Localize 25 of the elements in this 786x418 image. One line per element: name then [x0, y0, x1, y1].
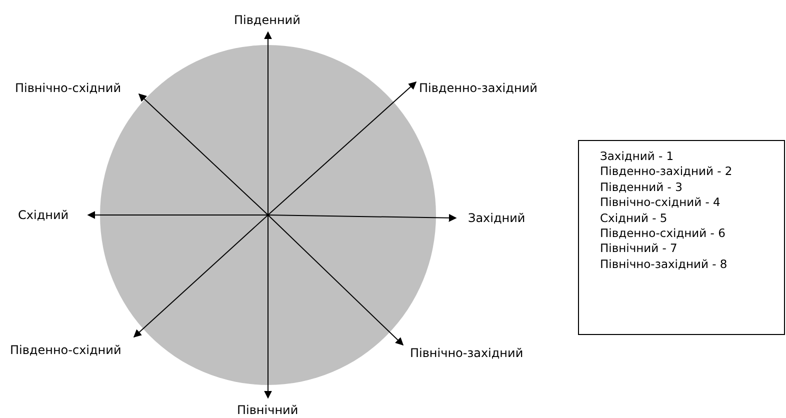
arrow — [133, 214, 268, 338]
direction-label: Західний — [468, 211, 526, 225]
direction-label: Північно-східний — [15, 81, 121, 95]
direction-label: Південно-східний — [10, 343, 122, 357]
arrow — [268, 214, 457, 222]
legend-entry: Північний - 7 — [600, 241, 678, 257]
legend-entry: Південно-західний - 2 — [600, 164, 734, 180]
legend-entry: Північно-східний - 4 — [600, 195, 722, 211]
direction-label: Східний — [18, 208, 69, 222]
legend-entry: Південно-східний - 6 — [600, 226, 726, 242]
legend-box — [578, 140, 785, 335]
arrow — [264, 31, 272, 216]
arrow — [268, 214, 404, 346]
arrow — [138, 93, 268, 216]
direction-label: Північний — [237, 403, 298, 417]
arrow — [268, 81, 417, 216]
legend-entry: Південний - 3 — [600, 180, 684, 196]
legend-entry: Східний - 5 — [600, 210, 668, 226]
legend-entry: Північно-західний - 8 — [600, 256, 728, 272]
arrow — [264, 214, 272, 399]
arrow — [87, 211, 268, 219]
direction-label: Південно-західний — [419, 81, 538, 95]
direction-label: Північно-західний — [410, 346, 524, 360]
legend-entry: Західний - 1 — [600, 149, 675, 164]
direction-label: Південний — [234, 13, 300, 27]
